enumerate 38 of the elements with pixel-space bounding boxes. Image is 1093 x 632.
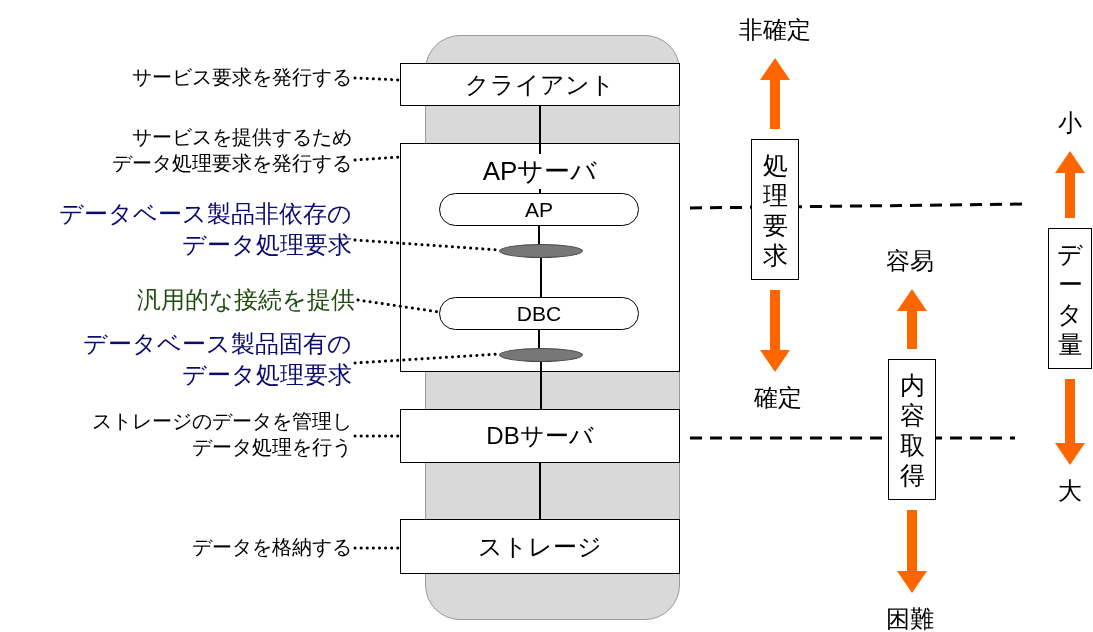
annotation-text: データを格納する bbox=[60, 534, 352, 562]
annotation-text: サービスを提供するためデータ処理要求を発行する bbox=[20, 124, 352, 186]
arrow bbox=[760, 58, 790, 129]
leader-line bbox=[353, 434, 402, 438]
axis-end-label: 非確定 bbox=[715, 14, 835, 48]
annotation-text: データベース製品非依存のデータ処理要求 bbox=[0, 198, 352, 270]
connector-line bbox=[540, 257, 542, 298]
annotation-text: 汎用的な接続を提供 bbox=[40, 284, 355, 318]
leader-line bbox=[353, 155, 402, 162]
annotation-text: ストレージのデータを管理しデータ処理を行う bbox=[20, 408, 352, 470]
arrow bbox=[897, 510, 927, 593]
leader-line bbox=[353, 76, 402, 82]
connector-line bbox=[538, 225, 540, 245]
server-box: DBサーバ bbox=[400, 409, 680, 463]
component-pill: AP bbox=[439, 193, 639, 226]
connector-line bbox=[539, 462, 541, 520]
connector-line bbox=[540, 361, 542, 410]
annotation-text: データベース製品固有のデータ処理要求 bbox=[0, 328, 352, 400]
server-box bbox=[400, 143, 680, 372]
connector-line bbox=[538, 329, 540, 349]
axis-end-label: 困難 bbox=[850, 603, 970, 632]
arrow bbox=[1055, 379, 1085, 465]
storage-box: ストレージ bbox=[400, 519, 680, 574]
axis-title-box: 処理要求 bbox=[751, 139, 799, 280]
arrow bbox=[760, 290, 790, 372]
axis-end-label: 小 bbox=[1047, 107, 1093, 141]
axis-end-label: 確定 bbox=[718, 382, 838, 416]
component-pill: DBC bbox=[439, 297, 639, 330]
arrow bbox=[1055, 151, 1085, 218]
annotation-text: サービス要求を発行する bbox=[40, 64, 352, 92]
axis-end-label: 容易 bbox=[850, 245, 970, 279]
client-box: クライアント bbox=[400, 63, 680, 106]
arrow bbox=[897, 289, 927, 349]
axis-title-box: 内容取得 bbox=[888, 359, 936, 500]
leader-line bbox=[353, 546, 402, 550]
axis-end-label: 大 bbox=[1047, 475, 1093, 509]
leader-line bbox=[356, 298, 441, 314]
axis-title-box: データ量 bbox=[1048, 228, 1092, 369]
